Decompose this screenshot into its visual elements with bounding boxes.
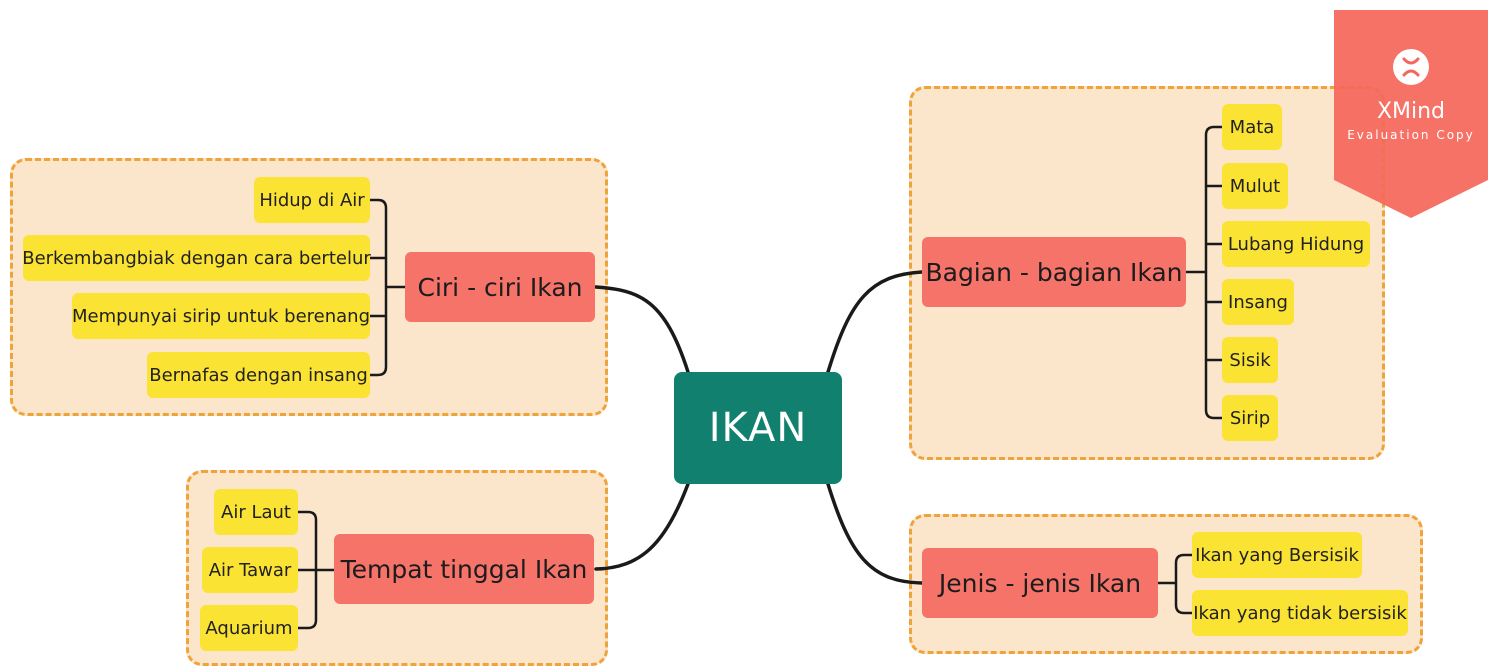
sub-topic-berkembangbiak[interactable]: Berkembangbiak dengan cara bertelur — [22, 235, 371, 281]
sub-topic-sisik[interactable]: Sisik — [1222, 337, 1278, 383]
main-topic-bagian-bagian[interactable]: Bagian - bagian Ikan — [922, 237, 1186, 307]
watermark-subtitle: Evaluation Copy — [1347, 128, 1475, 142]
main-topic-tempat-tinggal[interactable]: Tempat tinggal Ikan — [334, 534, 594, 604]
sub-topic-bernafas[interactable]: Bernafas dengan insang — [147, 352, 370, 398]
xmind-logo-icon — [1393, 49, 1429, 85]
main-topic-ciri-ciri[interactable]: Ciri - ciri Ikan — [405, 252, 595, 322]
central-topic[interactable]: IKAN — [674, 372, 842, 484]
watermark-brand: XMind — [1376, 99, 1446, 124]
sub-topic-ikan-tidak-bersisik[interactable]: Ikan yang tidak bersisik — [1192, 590, 1408, 636]
watermark-banner — [1334, 10, 1488, 218]
main-topic-jenis-jenis[interactable]: Jenis - jenis Ikan — [922, 548, 1158, 618]
connector-central-ciri — [594, 285, 690, 374]
sub-topic-air-tawar[interactable]: Air Tawar — [202, 547, 298, 593]
sub-topic-lubang-hidung[interactable]: Lubang Hidung — [1222, 221, 1370, 267]
sub-topic-air-laut[interactable]: Air Laut — [214, 489, 298, 535]
connector-central-bagian — [826, 270, 924, 374]
bracket-bagian — [1204, 125, 1222, 420]
sub-topic-sirip[interactable]: Sirip — [1222, 395, 1278, 441]
sub-topic-mata[interactable]: Mata — [1222, 104, 1282, 150]
sub-topic-ikan-bersisik[interactable]: Ikan yang Bersisik — [1192, 532, 1362, 578]
connector-central-jenis — [826, 482, 924, 585]
connector-central-tempat — [594, 482, 690, 571]
bracket-ciri — [370, 198, 388, 377]
sub-topic-insang[interactable]: Insang — [1222, 279, 1294, 325]
sub-topic-hidup-di-air[interactable]: Hidup di Air — [254, 177, 370, 223]
bracket-jenis — [1174, 553, 1192, 615]
sub-topic-mulut[interactable]: Mulut — [1222, 163, 1288, 209]
sub-topic-sirip-berenang[interactable]: Mempunyai sirip untuk berenang — [72, 293, 370, 339]
sub-topic-aquarium[interactable]: Aquarium — [200, 605, 298, 651]
